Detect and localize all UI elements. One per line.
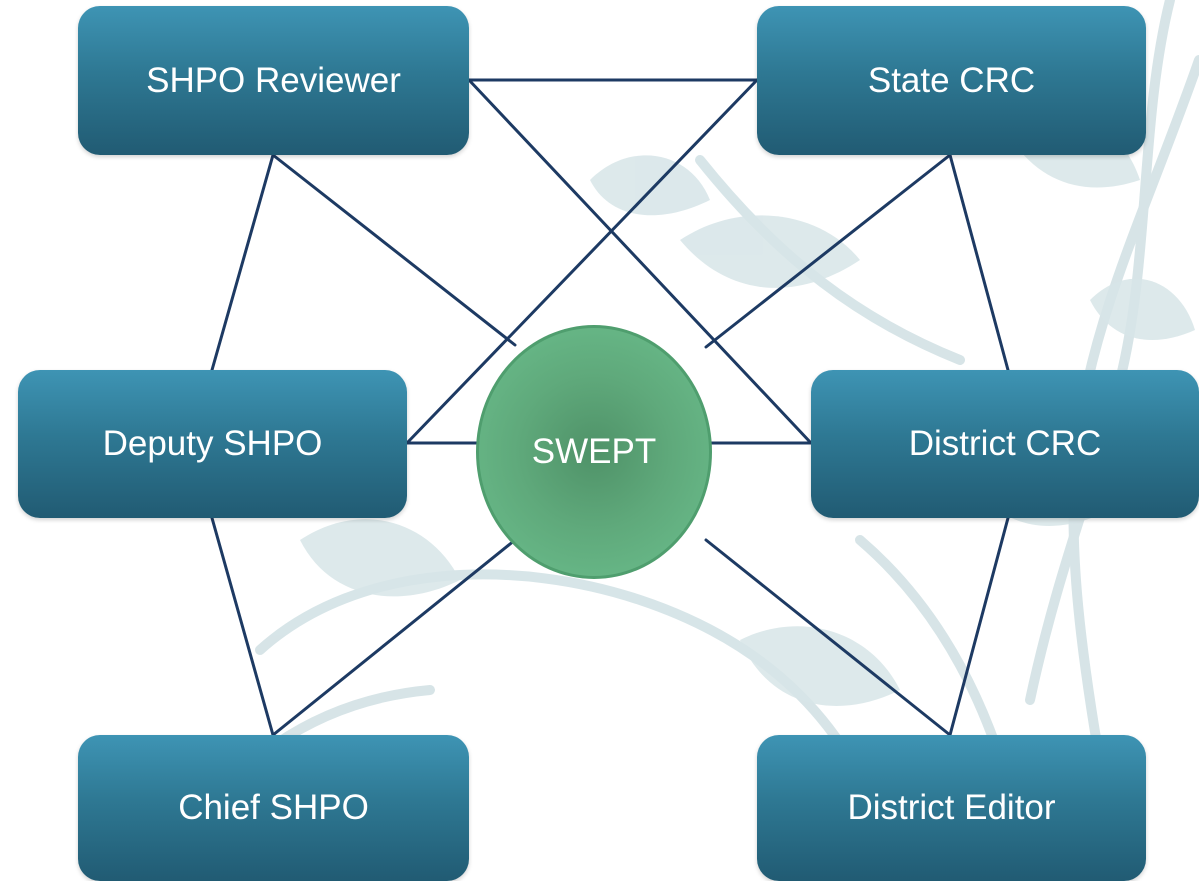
connector-reviewer-to-district-crc (467, 78, 813, 445)
connector-district-crc-to-editor (948, 516, 1010, 737)
connector-state-crc-to-district-crc (948, 153, 1010, 372)
connector-reviewer-to-hub (271, 153, 517, 347)
connector-chief-to-hub (271, 538, 517, 737)
node-chief-shpo: Chief SHPO (78, 735, 469, 881)
node-shpo-reviewer: SHPO Reviewer (78, 6, 469, 155)
hub-node-swept: SWEPT (476, 325, 712, 579)
connector-state-crc-to-deputy (405, 78, 759, 445)
connector-reviewer-to-deputy (210, 153, 275, 372)
node-district-editor: District Editor (757, 735, 1146, 881)
connector-state-crc-to-hub (704, 153, 952, 349)
node-state-crc: State CRC (757, 6, 1146, 155)
connector-hub-to-editor (704, 538, 952, 737)
hub-label: SWEPT (531, 432, 657, 471)
node-deputy-shpo: Deputy SHPO (18, 370, 407, 518)
connector-deputy-to-chief (210, 516, 275, 737)
node-district-crc: District CRC (811, 370, 1199, 518)
